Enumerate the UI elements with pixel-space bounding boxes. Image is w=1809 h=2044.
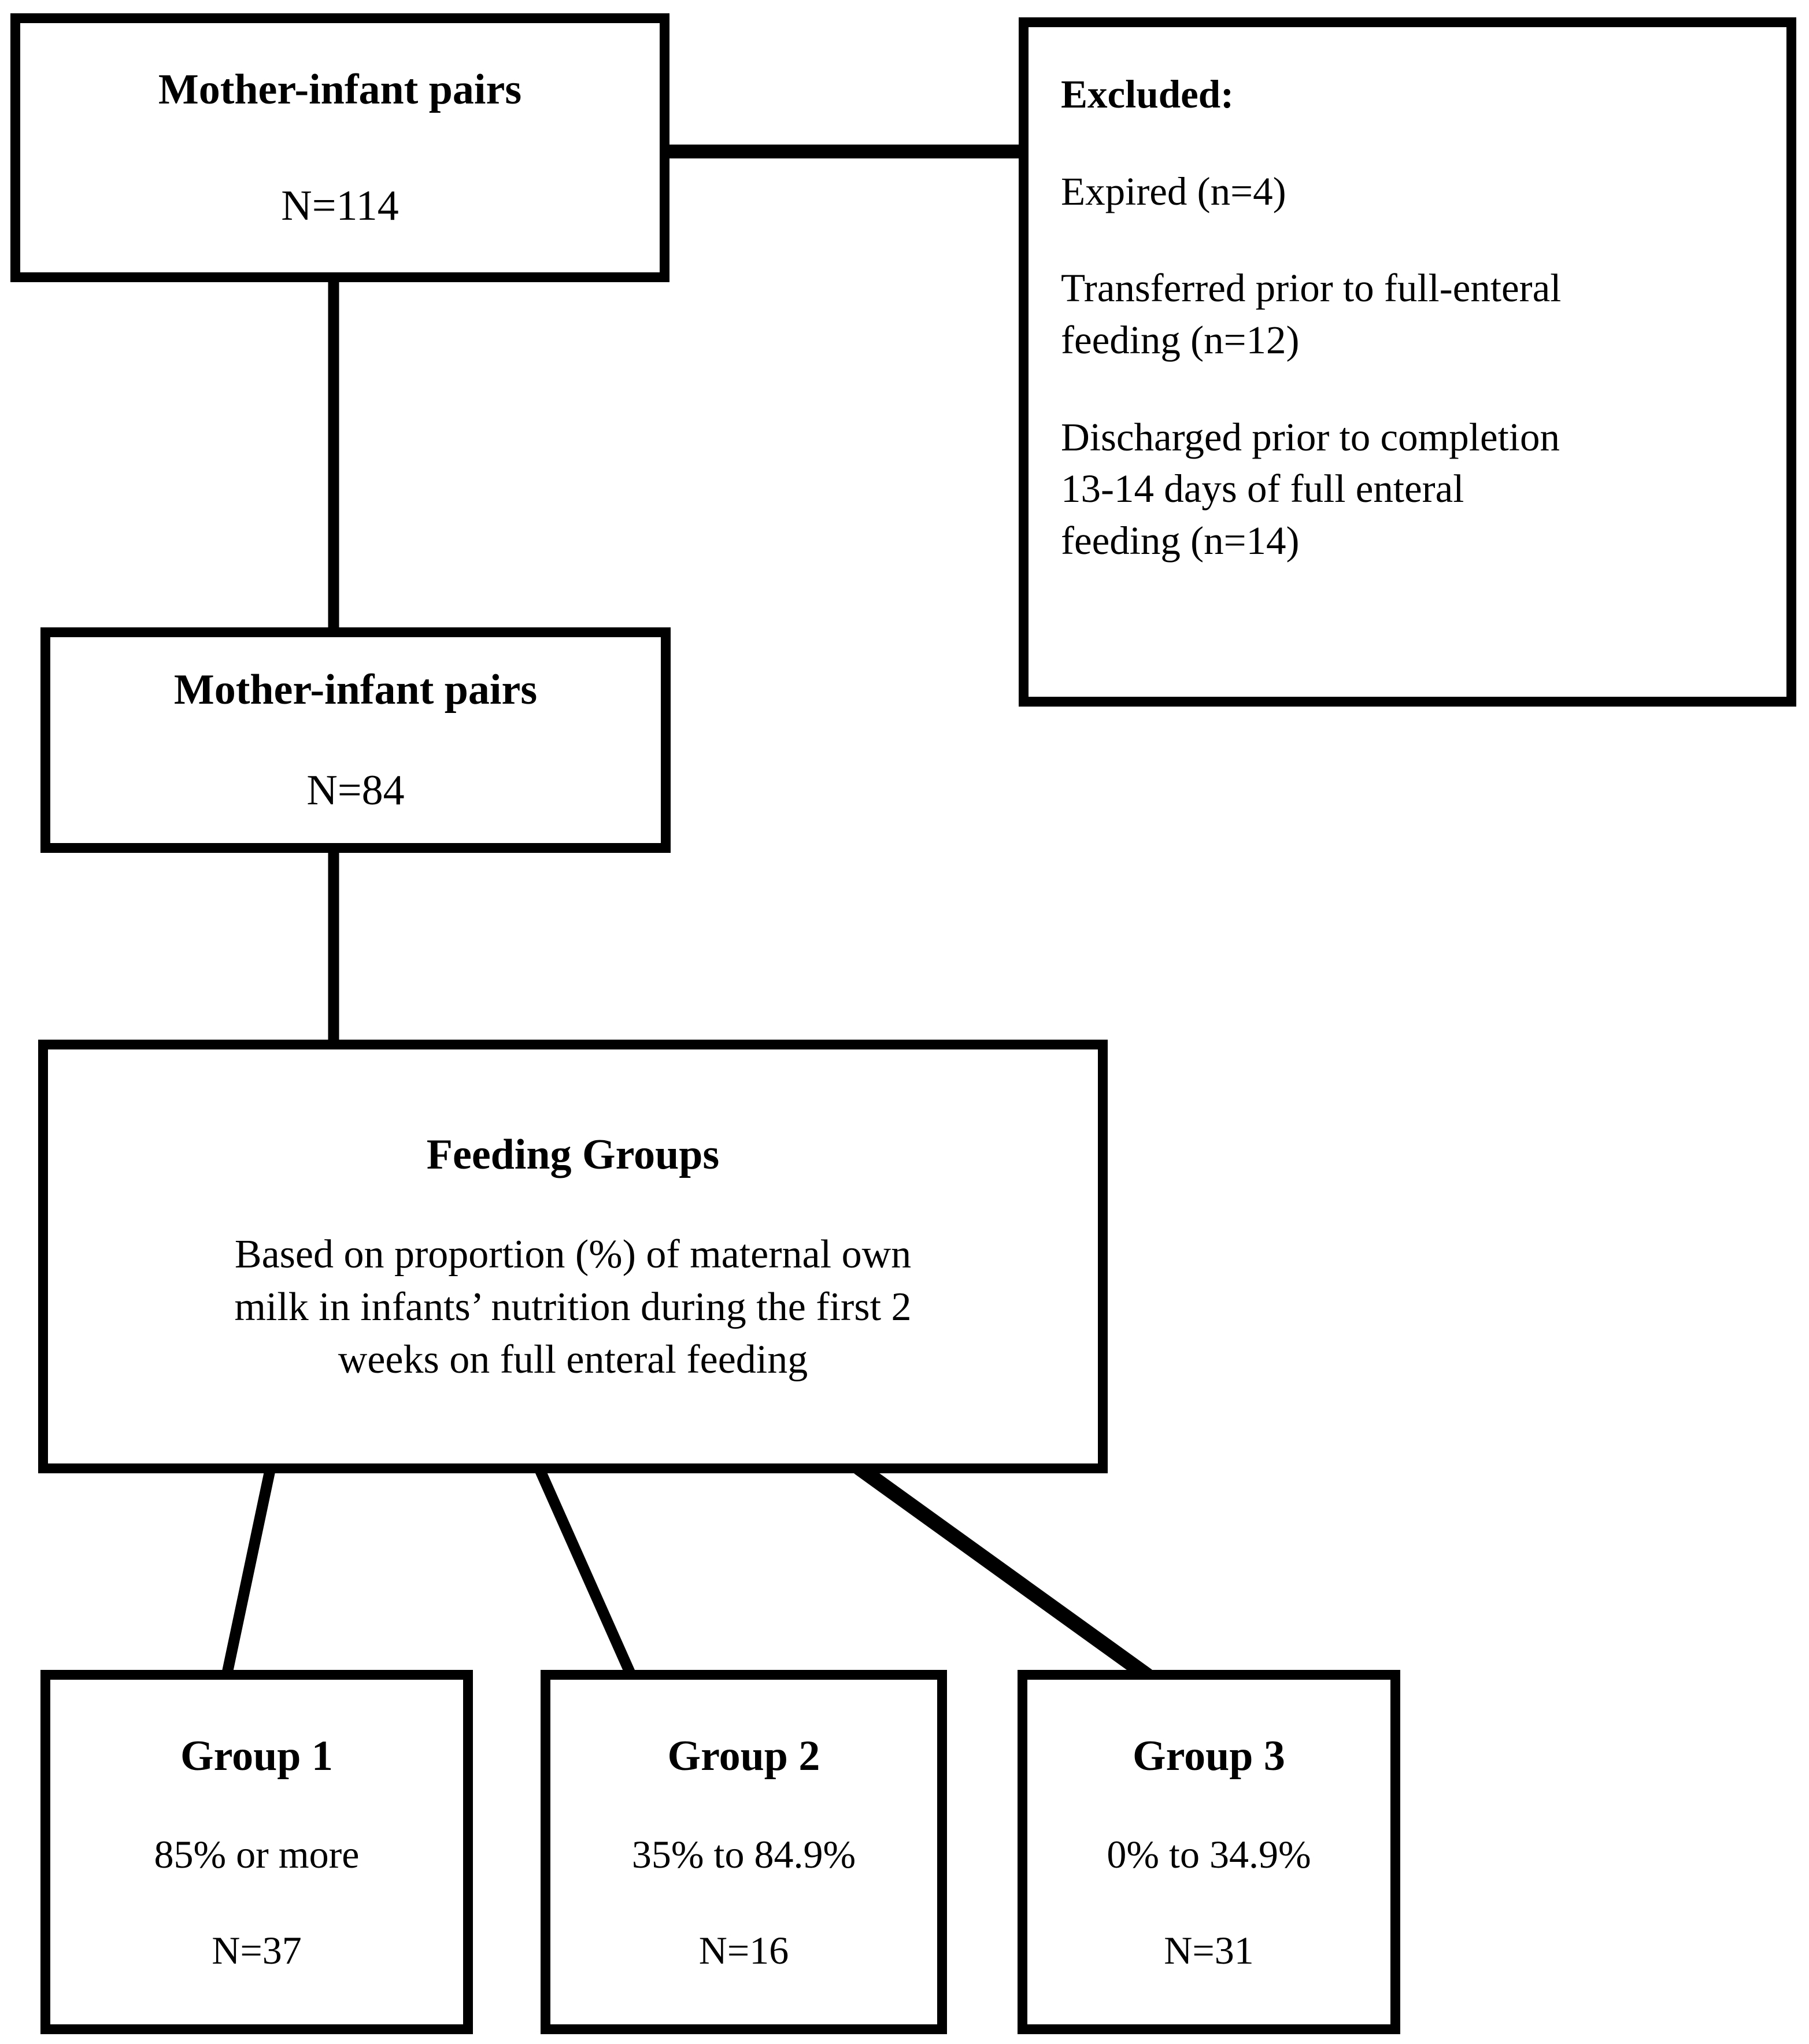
node-group-3: Group 3 0% to 34.9% N=31 <box>1018 1670 1400 2034</box>
connector-feeding-to-group-3 <box>854 1461 1152 1682</box>
cohort-initial-title: Mother-infant pairs <box>158 65 522 113</box>
connector-feeding-to-group-1 <box>221 1466 276 1677</box>
group-1-range: 85% or more <box>154 1832 360 1876</box>
excluded-title: Excluded: <box>1061 72 1234 116</box>
spacer <box>1040 1880 1378 1925</box>
spacer <box>84 1183 1062 1228</box>
group-3-count: N=31 <box>1164 1928 1254 1973</box>
node-cohort-initial: Mother-infant pairs N=114 <box>10 13 669 282</box>
node-group-1: Group 1 85% or more N=37 <box>40 1670 473 2034</box>
spacer <box>563 1784 924 1829</box>
group-1-count: N=37 <box>212 1928 302 1973</box>
feeding-groups-title: Feeding Groups <box>426 1131 720 1179</box>
cohort-initial-count: N=114 <box>281 182 399 230</box>
node-excluded: Excluded: Expired (n=4) Transferred prio… <box>1019 17 1796 707</box>
group-2-count: N=16 <box>698 1928 789 1973</box>
excluded-reason-3-line-1: Discharged prior to completion <box>1061 415 1560 459</box>
cohort-final-title: Mother-infant pairs <box>173 666 538 714</box>
node-group-2: Group 2 35% to 84.9% N=16 <box>541 1670 947 2034</box>
group-3-range: 0% to 34.9% <box>1107 1832 1311 1876</box>
spacer <box>563 1880 924 1925</box>
group-2-range: 35% to 84.9% <box>631 1832 856 1876</box>
spacer <box>1061 217 1754 263</box>
cohort-final-count: N=84 <box>306 767 405 814</box>
excluded-reason-3-line-2: 13-14 days of full enteral <box>1061 467 1464 511</box>
group-1-title: Group 1 <box>180 1732 333 1780</box>
spacer <box>36 117 643 178</box>
node-cohort-final: Mother-infant pairs N=84 <box>40 627 671 853</box>
feeding-groups-description-line-2: milk in infants’ nutrition during the fi… <box>234 1284 912 1329</box>
spacer <box>1061 367 1754 412</box>
spacer <box>63 1880 450 1925</box>
spacer <box>66 718 645 763</box>
node-feeding-groups: Feeding Groups Based on proportion (%) o… <box>38 1040 1108 1473</box>
excluded-reason-2-line-1: Transferred prior to full-enteral <box>1061 266 1562 311</box>
excluded-reason-1: Expired (n=4) <box>1061 169 1286 213</box>
excluded-reason-2-line-2: feeding (n=12) <box>1061 318 1300 363</box>
spacer <box>1040 1784 1378 1829</box>
group-3-title: Group 3 <box>1133 1732 1285 1780</box>
spacer <box>63 1784 450 1829</box>
feeding-groups-description-line-1: Based on proportion (%) of maternal own <box>234 1232 912 1277</box>
spacer <box>1061 121 1754 166</box>
excluded-reason-3-line-3: feeding (n=14) <box>1061 519 1300 563</box>
connector-feeding-to-group-2 <box>534 1465 637 1678</box>
feeding-groups-description-line-3: weeks on full enteral feeding <box>338 1337 808 1382</box>
group-2-title: Group 2 <box>667 1732 820 1780</box>
